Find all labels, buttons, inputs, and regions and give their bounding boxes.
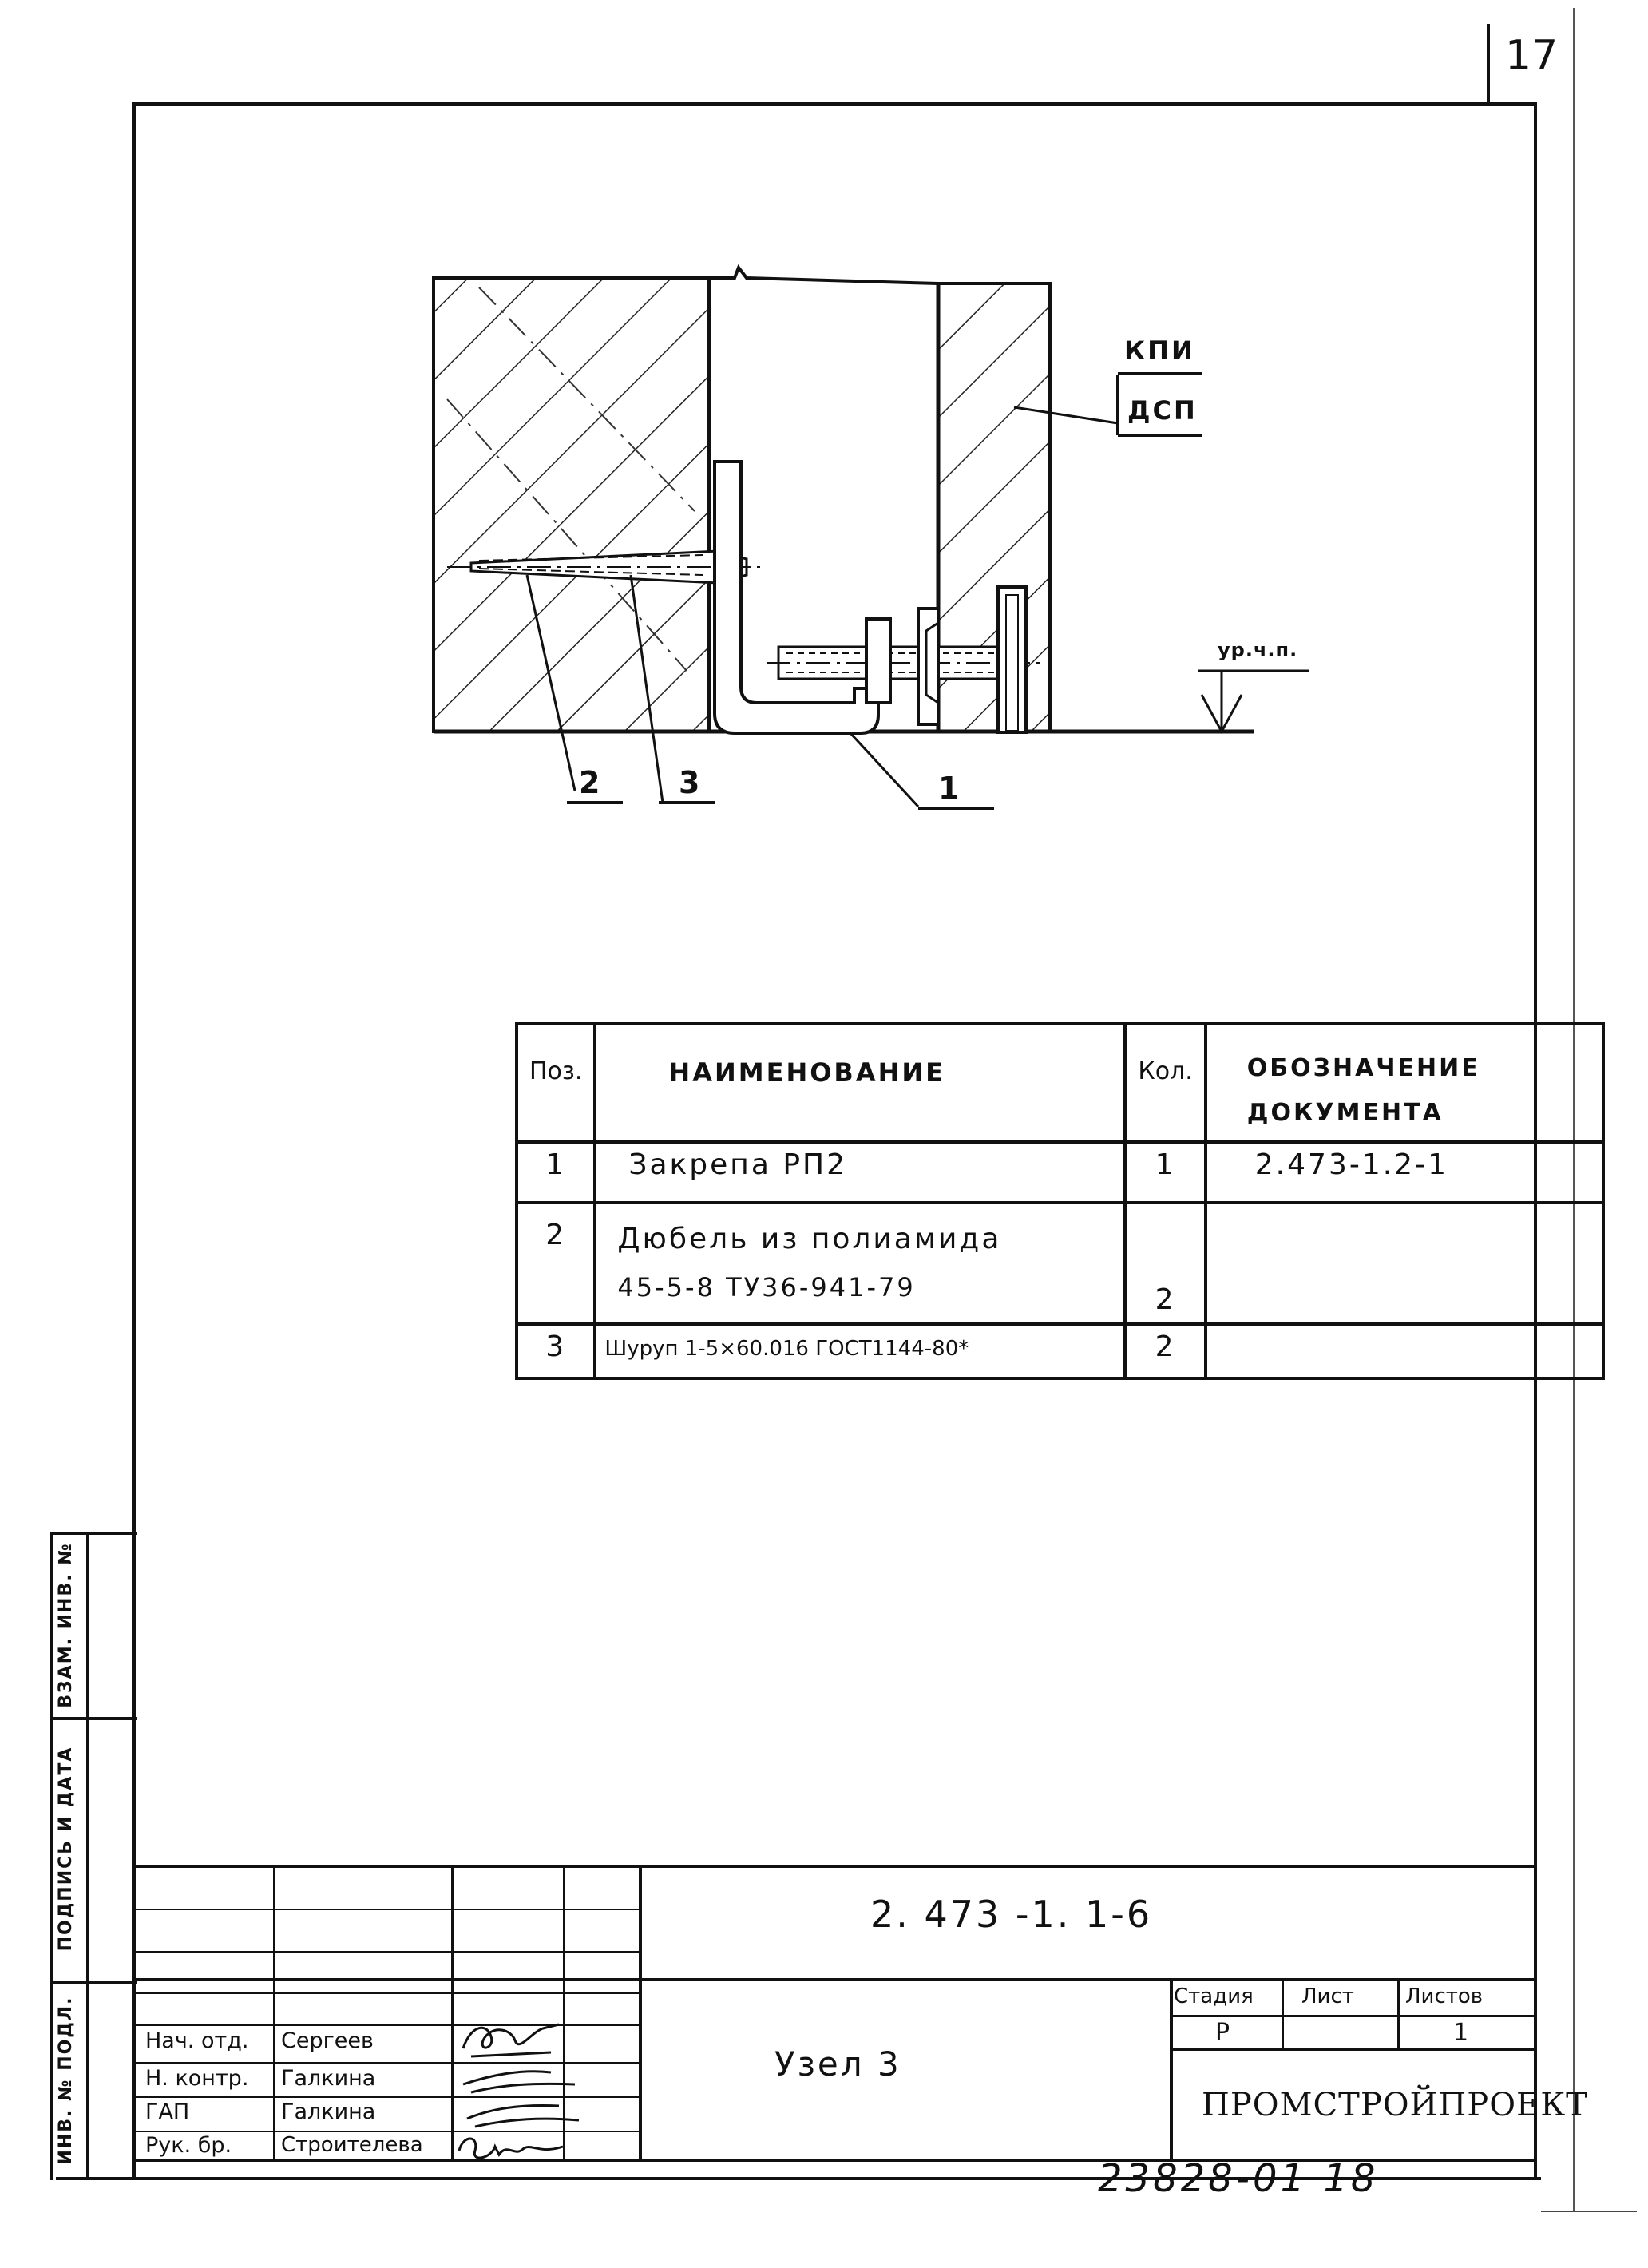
callout-2: 2 bbox=[579, 765, 603, 800]
signature-2 bbox=[462, 2070, 576, 2094]
node-drawing bbox=[432, 264, 1309, 810]
signature-3 bbox=[466, 2103, 580, 2128]
drawing-code: 2. 473 -1. 1-6 bbox=[870, 1893, 1153, 1936]
row-name: Шуруп 1-5×60.016 ГОСТ1144-80* bbox=[593, 1322, 1127, 1380]
sheets-label: Листов bbox=[1405, 1985, 1484, 2008]
callout-3: 3 bbox=[679, 765, 703, 800]
name-head-dept: Сергеев bbox=[281, 2028, 374, 2053]
row-doc: 2.473-1.2-1 bbox=[1203, 1140, 1605, 1204]
frame-bottom bbox=[56, 2177, 1541, 2180]
frame-top bbox=[132, 102, 1537, 106]
row-pos: 2 bbox=[514, 1201, 597, 1326]
wall-left bbox=[432, 276, 711, 733]
side-label-inv-replace: ВЗАМ. ИНВ. № bbox=[56, 1542, 76, 1708]
stage-label: Стадия bbox=[1174, 1985, 1254, 2008]
material-bottom-label: ДСП bbox=[1127, 395, 1198, 426]
sheet-label: Лист bbox=[1301, 1985, 1354, 2008]
signature-1 bbox=[462, 2023, 560, 2058]
table-row: 2 Дюбель из полиамида 45-5-8 ТУ36-941-79… bbox=[514, 1201, 1605, 1326]
role-team-lead: Рук. бр. bbox=[145, 2133, 232, 2158]
bracket bbox=[713, 460, 880, 735]
header-qty: Кол. bbox=[1123, 1022, 1207, 1144]
side-label-sign-date: ПОДПИСЬ И ДАТА bbox=[56, 1746, 76, 1952]
row-doc bbox=[1203, 1201, 1605, 1326]
name-team-lead: Строителева bbox=[281, 2133, 423, 2157]
title-block: 2. 473 -1. 1-6 Узел 3 Стадия Лист Листов… bbox=[136, 1865, 1587, 2179]
row-doc bbox=[1203, 1322, 1605, 1380]
bottom-number: 23828-01 18 bbox=[1098, 2156, 1379, 2201]
header-name: НАИМЕНОВАНИЕ bbox=[593, 1022, 1127, 1144]
row-qty: 2 bbox=[1123, 1322, 1207, 1380]
organization: ПРОМСТРОЙПРОЕКТ bbox=[1202, 2087, 1588, 2123]
sheets-value: 1 bbox=[1453, 2019, 1472, 2047]
callout-1: 1 bbox=[938, 771, 962, 806]
signature-4 bbox=[458, 2137, 564, 2159]
table-row: 3 Шуруп 1-5×60.016 ГОСТ1144-80* 2 bbox=[514, 1322, 1605, 1380]
side-label-inv-orig: ИНВ. № ПОДЛ. bbox=[56, 1996, 76, 2165]
material-top-label: КПИ bbox=[1124, 335, 1195, 366]
row-name: Закрепа РП2 bbox=[593, 1140, 1127, 1204]
stage-value: Р bbox=[1215, 2019, 1233, 2047]
name-gap: Галкина bbox=[281, 2099, 376, 2124]
row-pos: 1 bbox=[514, 1140, 597, 1204]
spec-table: Поз. НАИМЕНОВАНИЕ Кол. ОБОЗНАЧЕНИЕ ДОКУМ… bbox=[514, 1022, 1605, 1380]
header-pos: Поз. bbox=[514, 1022, 597, 1144]
frame-left bbox=[132, 102, 136, 2179]
drawing-title: Узел 3 bbox=[774, 2044, 901, 2084]
header-doc: ОБОЗНАЧЕНИЕ ДОКУМЕНТА bbox=[1203, 1022, 1605, 1144]
row-qty: 1 bbox=[1123, 1140, 1207, 1204]
row-pos: 3 bbox=[514, 1322, 597, 1380]
table-row: 1 Закрепа РП2 1 2.473-1.2-1 bbox=[514, 1140, 1605, 1204]
role-head-dept: Нач. отд. bbox=[145, 2028, 249, 2053]
row-name: Дюбель из полиамида 45-5-8 ТУ36-941-79 bbox=[593, 1201, 1127, 1326]
page-number: 17 bbox=[1505, 32, 1559, 80]
name-norm-control: Галкина bbox=[281, 2066, 376, 2091]
role-gap: ГАП bbox=[145, 2099, 190, 2124]
row-qty: 2 bbox=[1123, 1201, 1207, 1326]
role-norm-control: Н. контр. bbox=[145, 2066, 249, 2091]
floor-level-label: ур.ч.п. bbox=[1218, 639, 1298, 661]
